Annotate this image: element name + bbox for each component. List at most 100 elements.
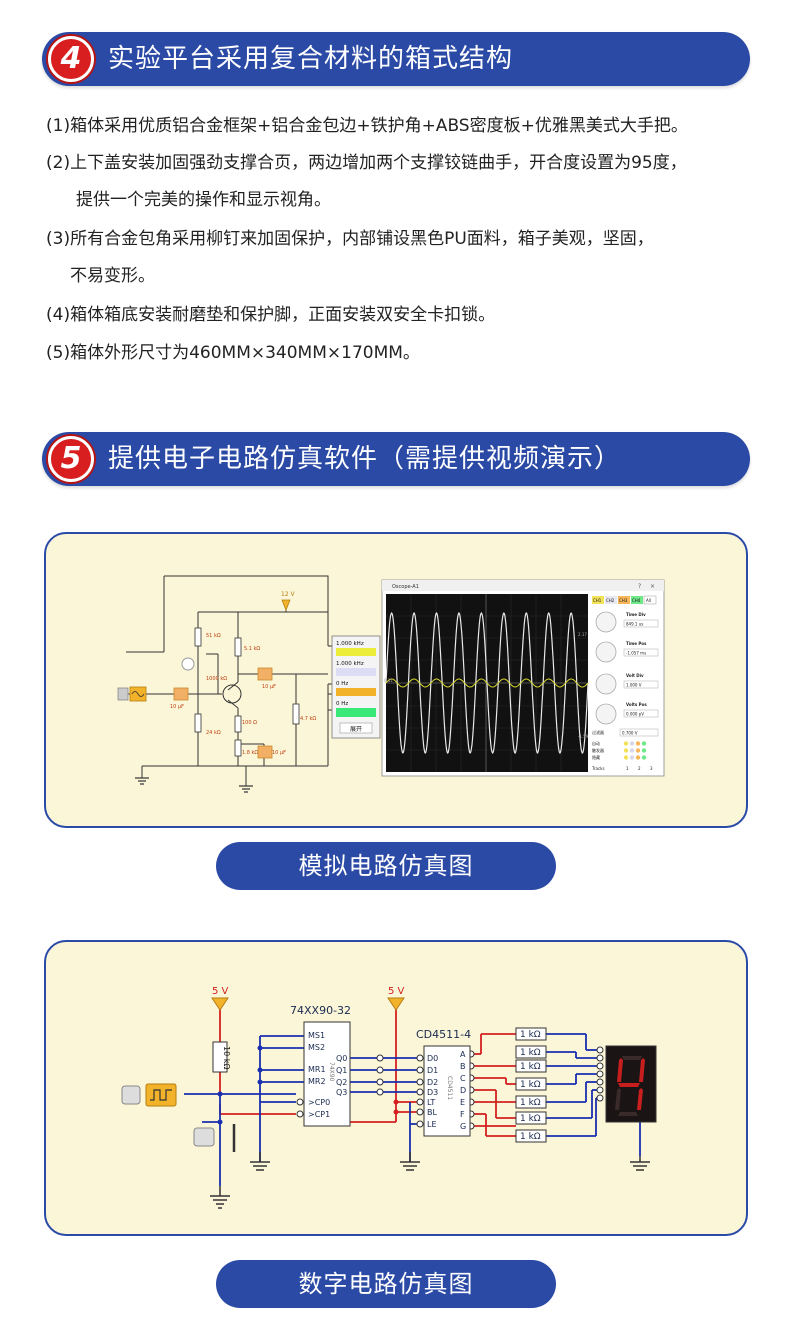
- junction-dots: [217, 1045, 263, 1125]
- pullup-resistor: [212, 1041, 228, 1073]
- trigger-field[interactable]: [619, 728, 659, 737]
- transistor-icon: [222, 684, 242, 704]
- spec-item-3-cont: 不易变形。: [70, 266, 155, 286]
- counter-chip-inner: 74X90: [328, 1062, 335, 1082]
- time-div-field[interactable]: [623, 619, 659, 628]
- decoder-chip-name: CD4511-4: [416, 1028, 471, 1041]
- r-4k7-label: 4.7 kΩ: [300, 716, 316, 722]
- volt-pos-knob[interactable]: [595, 703, 617, 725]
- scope-scale-bot: -1.59: [578, 734, 589, 739]
- volt-pos-label: Volts Pos: [626, 702, 647, 707]
- auto-label: 自动: [592, 740, 600, 746]
- svg-text:CH2: CH2: [606, 598, 615, 603]
- volt-pos-value: 0.000 pV: [626, 712, 644, 717]
- svg-text:MS2: MS2: [308, 1043, 325, 1052]
- meter-f2: 1.000 kHz: [336, 661, 364, 667]
- time-pos-field[interactable]: [623, 648, 659, 657]
- push-button[interactable]: [193, 1127, 215, 1147]
- tab-ch2[interactable]: [605, 596, 617, 604]
- segment-resistors: [515, 1027, 547, 1143]
- svg-text:D1: D1: [427, 1066, 438, 1075]
- supply-2-label: 5 V: [388, 986, 405, 997]
- r-51k-label: 51 kΩ: [206, 633, 221, 639]
- svg-text:>CP1: >CP1: [308, 1110, 330, 1119]
- scope-scale-mid: 0.11: [384, 678, 393, 683]
- spec-item-2-cont: 提供一个完美的操作和显示视角。: [76, 190, 331, 210]
- svg-text:F: F: [460, 1110, 465, 1119]
- r-seg-b-label: 1 kΩ: [520, 1048, 541, 1058]
- scope-help-icon[interactable]: ?: [638, 583, 641, 590]
- r-1k8-label: 1.8 kΩ: [242, 750, 258, 756]
- svg-text:CH1: CH1: [593, 598, 602, 603]
- r-seg-f-label: 1 kΩ: [520, 1114, 541, 1124]
- tab-ch3[interactable]: [618, 596, 630, 604]
- meter-expand-label: 展开: [350, 726, 362, 733]
- scope-close-icon[interactable]: ×: [650, 583, 655, 590]
- section-5-title: 提供电子电路仿真软件（需提供视频演示）: [108, 444, 622, 474]
- cap-2-label: 10 μF: [262, 684, 276, 690]
- trigger-label: 过滤器: [592, 729, 604, 735]
- svg-text:A: A: [460, 1050, 466, 1059]
- clock-source-button[interactable]: [121, 1085, 141, 1105]
- volt-div-label: Volt Div: [626, 673, 644, 678]
- svg-text:Q1: Q1: [336, 1066, 347, 1075]
- volt-pos-field[interactable]: [623, 709, 659, 718]
- square-wave-icon: [145, 1083, 177, 1107]
- meter-f3: 0 Hz: [336, 681, 348, 687]
- svg-text:>CP0: >CP0: [308, 1098, 330, 1107]
- decoder-chip-inner: CD4511: [446, 1076, 453, 1100]
- track-2[interactable]: 2: [638, 766, 641, 771]
- analog-caption: 模拟电路仿真图: [216, 842, 556, 890]
- meter-f4: 0 Hz: [336, 701, 348, 707]
- ground-icon: [135, 777, 253, 793]
- svg-text:E: E: [460, 1098, 465, 1107]
- tab-ch4[interactable]: [631, 596, 643, 604]
- trigger-mode-label: 触发器: [592, 747, 604, 753]
- capacitor-symbols: [173, 667, 273, 759]
- svg-text:BL: BL: [427, 1108, 437, 1117]
- scope-indicator-dots[interactable]: [623, 741, 647, 760]
- supply-1-arrow-icon: [211, 997, 229, 1011]
- time-div-knob[interactable]: [595, 611, 617, 633]
- digital-caption: 数字电路仿真图: [216, 1260, 556, 1308]
- supply-2-arrow-icon: [387, 997, 405, 1011]
- time-pos-knob[interactable]: [595, 641, 617, 663]
- tracks-label: Tracks: [591, 766, 605, 771]
- digital-sim-frame: 5 V 5 V 10 kΩ 74XX90-32 74X90 MS1 MS2 MR…: [44, 940, 748, 1236]
- hide-label: 隐藏: [592, 754, 600, 760]
- counter-chip: [303, 1021, 351, 1127]
- volt-div-knob[interactable]: [595, 673, 617, 695]
- signal-source-button[interactable]: [117, 687, 129, 701]
- section-4-header: 4 实验平台采用复合材料的箱式结构: [42, 32, 750, 86]
- svg-text:CH3: CH3: [619, 598, 628, 603]
- svg-text:MR1: MR1: [308, 1065, 326, 1074]
- pot-knob-icon[interactable]: [181, 657, 195, 671]
- r-seg-d-label: 1 kΩ: [520, 1080, 541, 1090]
- scope-titlebar: [382, 580, 664, 591]
- r-seg-a-label: 1 kΩ: [520, 1030, 541, 1040]
- r-seg-e-label: 1 kΩ: [520, 1098, 541, 1108]
- supply-arrow-icon: [281, 599, 291, 612]
- meter-expand-button[interactable]: [339, 722, 373, 734]
- spec-item-5: (5)箱体外形尺寸为460MM×340MM×170MM。: [46, 343, 420, 363]
- r-24k-label: 24 kΩ: [206, 730, 221, 736]
- counter-chip-name: 74XX90-32: [290, 1004, 351, 1017]
- section-4-badge: 4: [48, 36, 94, 82]
- tab-ch1[interactable]: [592, 596, 604, 604]
- section-5-badge: 5: [48, 436, 94, 482]
- resistor-symbols: [194, 627, 300, 757]
- tab-all[interactable]: [643, 595, 657, 605]
- analog-supply-label: 12 V: [281, 591, 296, 598]
- scope-knobs: [595, 611, 617, 725]
- cap-1-label: 10 μF: [170, 704, 184, 710]
- svg-text:CH4: CH4: [632, 598, 641, 603]
- track-3[interactable]: 3: [650, 766, 653, 771]
- time-pos-label: Time Pos: [626, 641, 647, 646]
- track-1[interactable]: 1: [626, 766, 629, 771]
- svg-text:D0: D0: [427, 1054, 438, 1063]
- scope-channel-tabs: CH1 CH2 CH3 CH4 All: [592, 595, 657, 605]
- svg-text:MS1: MS1: [308, 1031, 325, 1040]
- volt-div-field[interactable]: [623, 680, 659, 689]
- blue-wires: [184, 1033, 641, 1186]
- ground-icons: [210, 1152, 650, 1209]
